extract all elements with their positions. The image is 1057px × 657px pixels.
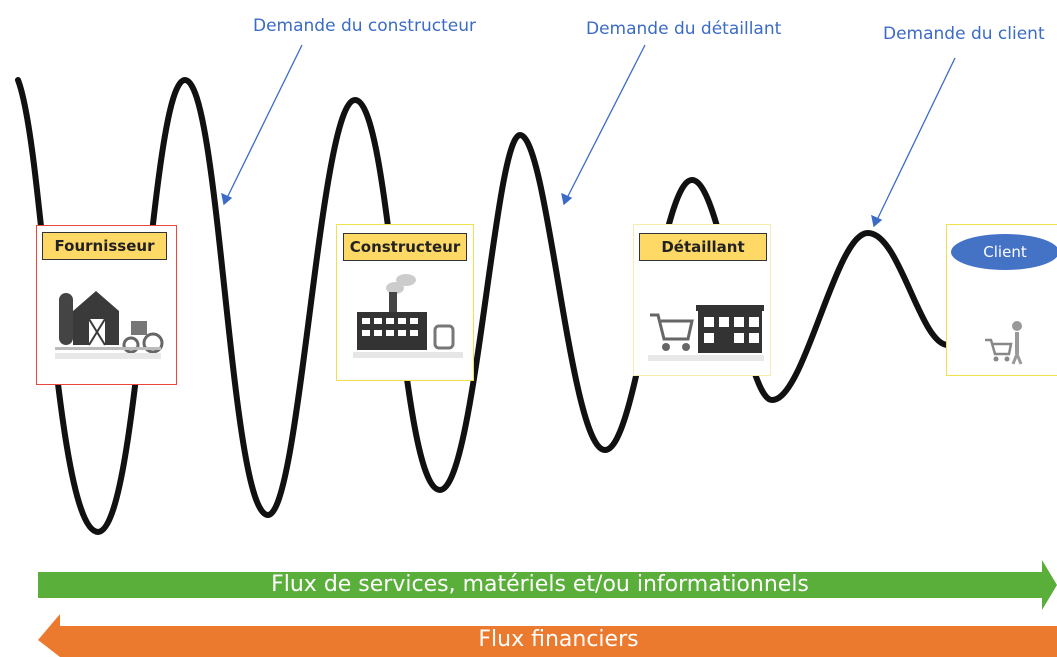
constructor-demand-label: Demande du constructeur (253, 16, 476, 36)
retailer-demand-label: Demande du détaillant (586, 19, 782, 39)
financial-flow-label: Flux financiers (478, 627, 639, 652)
customer-demand-arrow (875, 57, 956, 223)
manufacturer-card: Constructeur (336, 224, 474, 381)
factory-icon (353, 274, 463, 358)
annotation-arrows (221, 44, 956, 228)
shop-icon (648, 305, 764, 361)
customer-demand-label: Demande du client (883, 24, 1045, 44)
constructor-demand-arrow (225, 44, 303, 201)
goods-flow-label: Flux de services, matériels et/ou inform… (271, 572, 809, 597)
supplier-card: Fournisseur (36, 225, 177, 385)
retailer-demand-arrow (565, 44, 646, 201)
farm-icon (55, 291, 164, 359)
financial-flow-arrow (38, 614, 1057, 657)
supplier-title: Fournisseur (42, 232, 167, 260)
customer-card: Client (946, 224, 1057, 376)
retailer-card: Détaillant (633, 224, 771, 376)
manufacturer-title: Constructeur (343, 233, 467, 261)
goods-flow-arrow (38, 560, 1057, 610)
customer-title: Client (951, 234, 1057, 270)
retailer-title: Détaillant (639, 233, 767, 261)
shopper-icon (985, 321, 1023, 365)
